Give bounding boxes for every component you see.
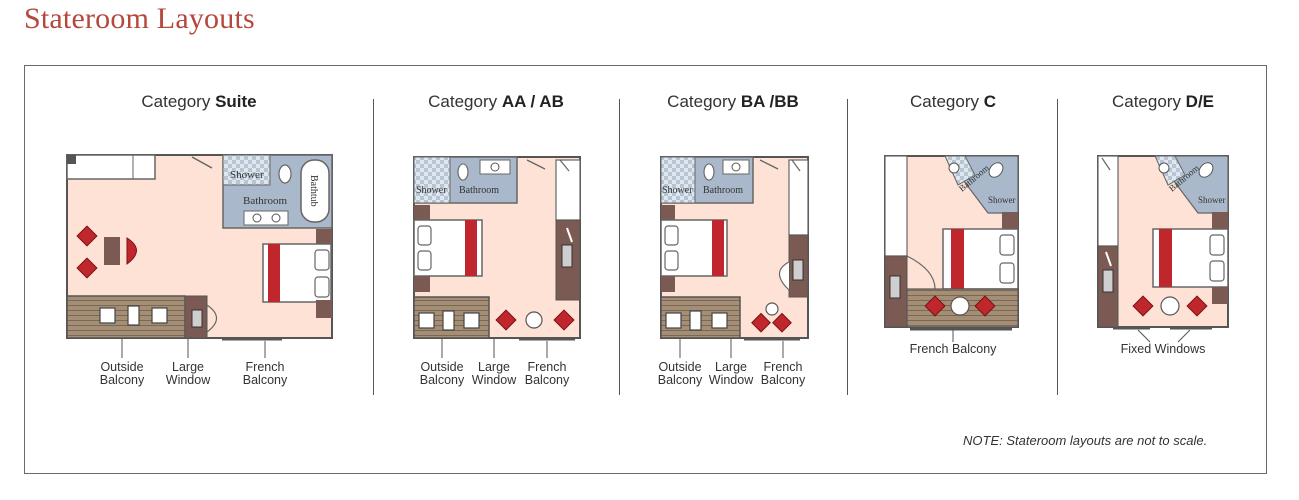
shower-label: Shower — [1198, 195, 1226, 205]
category-name: AA / AB — [501, 92, 564, 111]
plan-c: Bathroom Shower French Balcony — [884, 155, 1019, 356]
category-title-c: Category C — [910, 92, 996, 112]
category-prefix: Category — [428, 92, 502, 111]
plan-suite: Shower Bathroom Bathtub Outside Ba — [66, 154, 333, 387]
category-title-ba-bb: Category BA /BB — [667, 92, 799, 112]
shower-label: Shower — [662, 185, 693, 196]
callout-outside-balcony: Balcony — [658, 373, 703, 387]
callout-large-window: Window — [472, 373, 517, 387]
shower-label: Shower — [230, 169, 264, 181]
callout-french-balcony: French Balcony — [910, 342, 998, 356]
category-name: D/E — [1185, 92, 1215, 111]
category-prefix: Category — [667, 92, 741, 111]
callout-large-window: Window — [709, 373, 754, 387]
callout-large-window: Window — [166, 373, 211, 387]
callout-outside-balcony: Outside — [420, 360, 463, 374]
scale-note: NOTE: Stateroom layouts are not to scale… — [963, 433, 1208, 448]
callout-large-window: Large — [172, 360, 204, 374]
category-title-aa-ab: Category AA / AB — [428, 92, 564, 112]
plan-de: Bathroom Shower Fixed Windows — [1097, 155, 1229, 356]
divider-3 — [847, 99, 848, 395]
callout-french-balcony: Balcony — [243, 373, 288, 387]
bathtub-label: Bathtub — [308, 175, 319, 207]
layouts-frame — [24, 65, 1267, 474]
callout-large-window: Large — [478, 360, 510, 374]
callout-outside-balcony: Outside — [100, 360, 143, 374]
callout-french-balcony: French — [764, 360, 803, 374]
category-name: C — [983, 92, 996, 111]
callout-french-balcony: Balcony — [525, 373, 570, 387]
plan-aa-ab: Shower Bathroom Outside Balcony Large Wi… — [413, 156, 581, 387]
bathroom-label: Bathroom — [459, 185, 499, 196]
callout-fixed-windows: Fixed Windows — [1121, 342, 1206, 356]
category-prefix: Category — [1111, 92, 1186, 111]
category-title-de: Category D/E — [1112, 92, 1214, 112]
bathroom-label: Bathroom — [703, 185, 743, 196]
callout-outside-balcony: Balcony — [100, 373, 145, 387]
plan-ba-bb: Shower Bathroom Outside Balcony Large Wi… — [658, 156, 809, 387]
callout-large-window: Large — [715, 360, 747, 374]
callout-french-balcony: French — [528, 360, 567, 374]
callout-french-balcony: Balcony — [761, 373, 806, 387]
page-title: Stateroom Layouts — [24, 2, 255, 35]
category-name: BA /BB — [740, 92, 799, 111]
shower-label: Shower — [988, 195, 1016, 205]
callout-outside-balcony: Outside — [658, 360, 701, 374]
category-prefix: Category — [910, 92, 984, 111]
category-title-suite: Category Suite — [141, 92, 256, 112]
bathroom-label: Bathroom — [243, 195, 287, 207]
callout-french-balcony: French — [246, 360, 285, 374]
divider-1 — [373, 99, 374, 395]
category-name: Suite — [215, 92, 257, 111]
shower-label: Shower — [416, 185, 447, 196]
category-prefix: Category — [141, 92, 216, 111]
divider-4 — [1057, 99, 1058, 395]
callout-outside-balcony: Balcony — [420, 373, 465, 387]
divider-2 — [619, 99, 620, 395]
